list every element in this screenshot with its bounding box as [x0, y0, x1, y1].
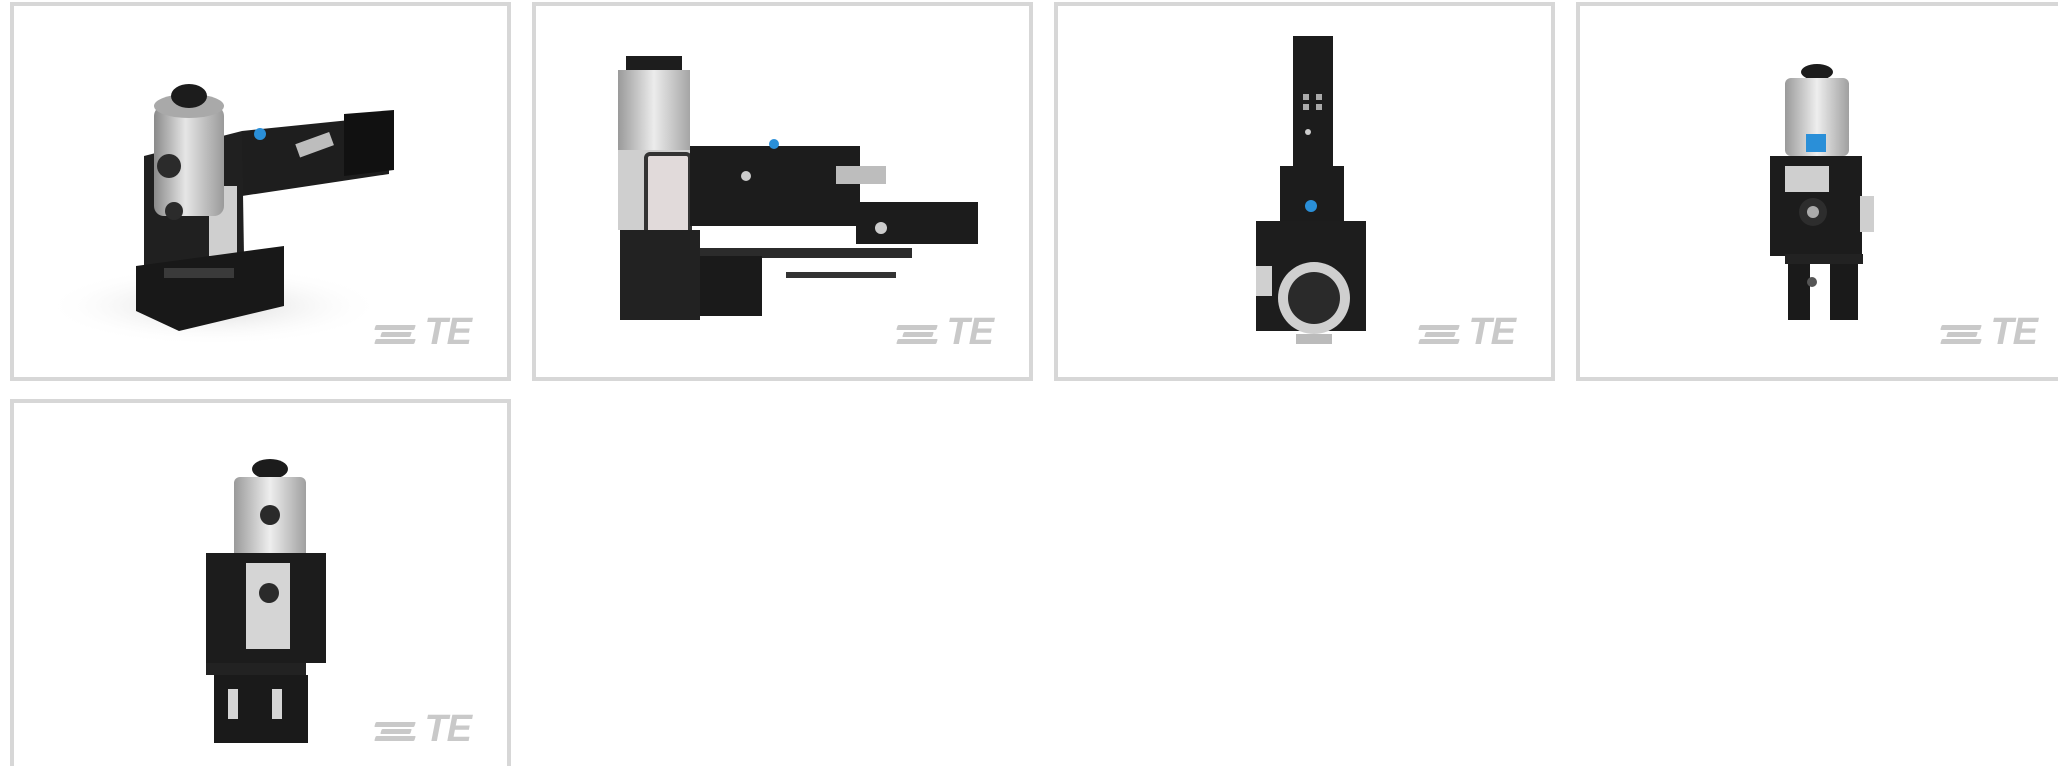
gallery-thumbnail-front[interactable]: TE: [1576, 2, 2058, 381]
applicator-front-image: [1770, 64, 1874, 320]
gallery-thumbnail-isometric[interactable]: TE: [10, 2, 511, 381]
gallery-thumbnail-rear[interactable]: TE: [10, 399, 511, 766]
te-logo-watermark: TE: [1940, 313, 2038, 351]
applicator-side-image: [618, 56, 978, 320]
gallery-thumbnail-top[interactable]: TE: [1054, 2, 1555, 381]
gallery-thumbnail-side[interactable]: TE: [532, 2, 1033, 381]
te-logo-watermark: TE: [896, 313, 994, 351]
applicator-isometric-image: [44, 84, 394, 346]
te-logo-watermark: TE: [374, 313, 472, 351]
applicator-top-image: [1256, 36, 1366, 344]
applicator-rear-image: [206, 459, 326, 743]
te-logo-watermark: TE: [1418, 313, 1516, 351]
te-logo-watermark: TE: [374, 710, 472, 748]
